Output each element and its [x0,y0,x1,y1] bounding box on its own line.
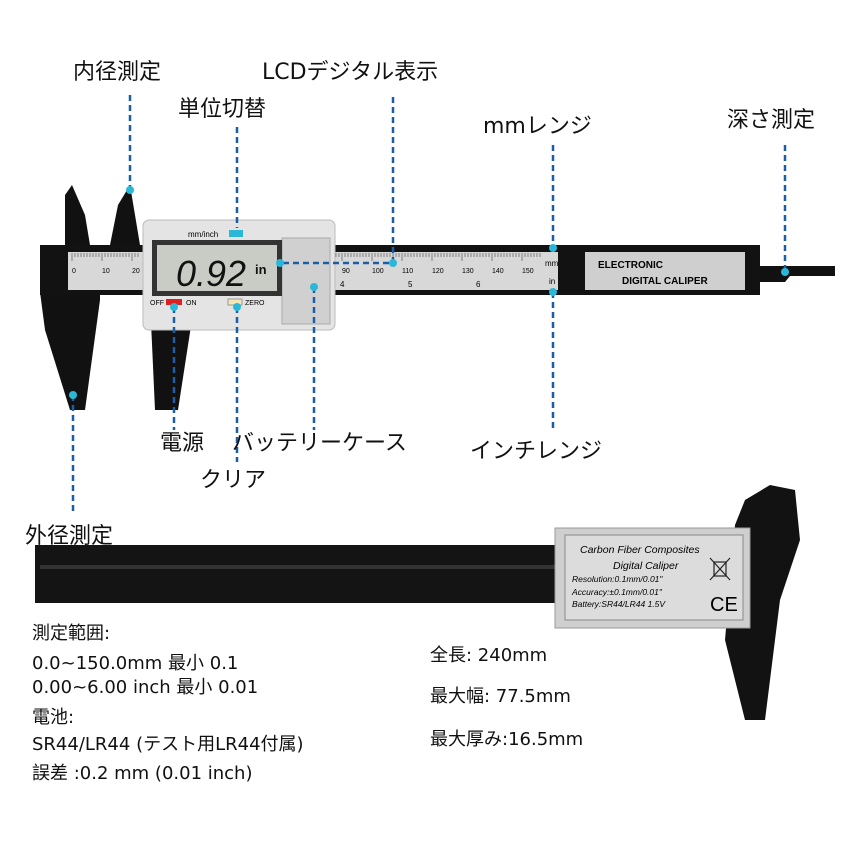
unit-button-label: mm/inch [188,230,218,239]
mm-tick-label: 110 [402,268,413,275]
mm-tick-label: 100 [372,268,384,275]
spec-battery-heading: 電池: [32,707,75,728]
callout-unit-switch: 単位切替 [178,97,267,122]
mm-mark: mm [545,259,559,268]
mm-tick-label: 140 [492,268,504,275]
back-label-accuracy: Accuracy:±0.1mm/0.01" [571,587,663,597]
zero-label: ZERO [245,300,265,307]
inch-tick-label: 5 [408,280,413,289]
plaque-line1: ELECTRONIC [598,260,663,271]
callout-battery-case: バッテリーケース [232,431,407,456]
spec-length: 全長: 240mm [430,645,548,666]
on-label: ON [186,300,197,307]
callout-power: 電源 [160,431,205,456]
mm-tick-label: 10 [102,268,110,275]
mm-tick-label: 0 [72,268,76,275]
in-mark: in [549,277,555,286]
inch-tick-label: 4 [340,280,345,289]
thumb-wheel [281,237,331,325]
back-label-line2: Digital Caliper [613,560,679,572]
lcd-screen [157,245,277,291]
back-beam [35,545,575,603]
upper-inner-jaw [65,185,90,245]
plaque [585,252,745,290]
callout-lines [71,95,787,512]
plaque-line2: DIGITAL CALIPER [622,276,709,287]
unit-button[interactable] [229,230,243,237]
callout-inner-measure: 内径測定 [73,60,162,85]
mm-tick-label: 130 [462,268,474,275]
spec-range-mm: 0.0~150.0mm 最小 0.1 [32,653,239,674]
spec-width: 最大幅: 77.5mm [430,686,571,707]
mm-tick-label: 20 [132,268,140,275]
callout-inch-range: インチレンジ [470,439,603,464]
inch-tick-label: 6 [476,280,481,289]
spec-error: 誤差 :0.2 mm (0.01 inch) [32,763,253,784]
lower-outer-jaw [40,292,100,410]
callout-outer-measure: 外径測定 [25,524,114,549]
mm-tick-label: 90 [342,268,350,275]
lcd-unit: in [255,262,267,277]
spec-range-heading: 測定範囲: [32,623,111,644]
weee-bin-icon [709,557,731,581]
callout-clear: クリア [200,468,267,493]
power-button[interactable] [166,299,182,305]
back-label [564,534,744,621]
callout-depth: 深さ測定 [727,108,816,133]
callout-lcd: LCDデジタル表示 [262,60,439,85]
callout-mm-range: mmレンジ [483,114,592,139]
ce-mark: CE [710,594,738,616]
lcd-value: 0.92 [176,253,246,294]
off-label: OFF [150,300,164,307]
back-label-line1: Carbon Fiber Composites [580,544,700,556]
upper-inner-jaw-slider [110,185,140,245]
mm-tick-label: 150 [522,268,534,275]
scale-ticks: 0 10 20 90 100 110 120 130 140 150 4 5 6 [71,253,541,289]
bottom-caliper: Carbon Fiber Composites Digital Caliper … [35,485,800,720]
back-label-resolution: Resolution:0.1mm/0.01" [572,574,663,584]
spec-battery: SR44/LR44 (テスト用LR44付属) [32,734,304,755]
spec-range-inch: 0.00~6.00 inch 最小 0.01 [32,677,259,698]
back-label-battery: Battery:SR44/LR44 1.5V [572,599,666,609]
spec-thickness: 最大厚み:16.5mm [430,729,584,750]
mm-tick-label: 120 [432,268,444,275]
callout-dots [69,186,789,399]
top-caliper: ELECTRONIC DIGITAL CALIPER 0 10 20 90 100 110… [40,185,835,410]
